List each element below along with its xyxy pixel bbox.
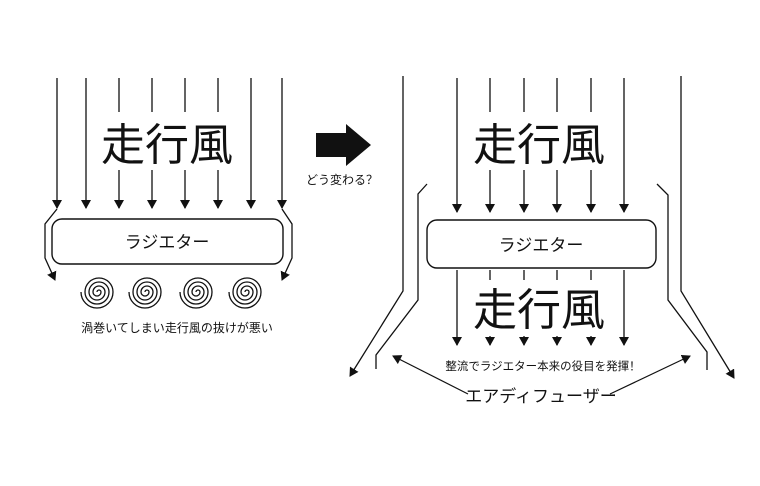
diffuser-wall-left — [375, 183, 428, 369]
right-benefit-caption: 整流でラジエター本来の役目を発揮！ — [445, 359, 640, 373]
right-panel: 走行風 ラジエター 走行風 整流でラジエター本来の役目を発揮！ エアディフューザ… — [349, 76, 735, 407]
transition-question: どう変わる？ — [306, 172, 378, 187]
left-deflect-arrow-left — [44, 208, 58, 281]
left-radiator-label: ラジエター — [125, 233, 210, 253]
swirl-icon — [179, 277, 213, 309]
right-outer-flow-left — [349, 76, 404, 377]
left-wind-label: 走行風 — [101, 120, 233, 171]
swirl-icon — [80, 277, 114, 309]
diffuser-label: エアディフューザー — [465, 386, 616, 407]
right-radiator — [426, 219, 657, 269]
swirl-icon — [228, 277, 262, 309]
diffuser-wall-right — [656, 183, 708, 370]
left-wind-label-bg — [94, 112, 240, 170]
transition: どう変わる？ — [306, 124, 378, 187]
right-wind-label-bottom: 走行風 — [473, 285, 605, 336]
diffuser-pointer-left — [392, 355, 469, 395]
left-deflect-arrow-right — [280, 208, 293, 281]
diffuser-pointer-right — [609, 354, 691, 395]
left-panel: 走行風 ラジエター 渦巻いてしまい走行風の抜けが悪い — [44, 78, 293, 335]
right-wind-label-bottom-bg — [466, 280, 612, 336]
right-radiator-label: ラジエター — [499, 236, 584, 256]
right-wind-label-top: 走行風 — [473, 120, 605, 171]
left-radiator — [51, 218, 284, 265]
swirl-icon — [128, 277, 162, 309]
left-problem-caption: 渦巻いてしまい走行風の抜けが悪い — [81, 320, 273, 335]
right-outer-flow-right — [680, 76, 735, 379]
right-arrow-icon — [316, 124, 371, 166]
turbulence-swirls — [80, 277, 262, 309]
right-wind-label-top-bg — [466, 112, 612, 170]
